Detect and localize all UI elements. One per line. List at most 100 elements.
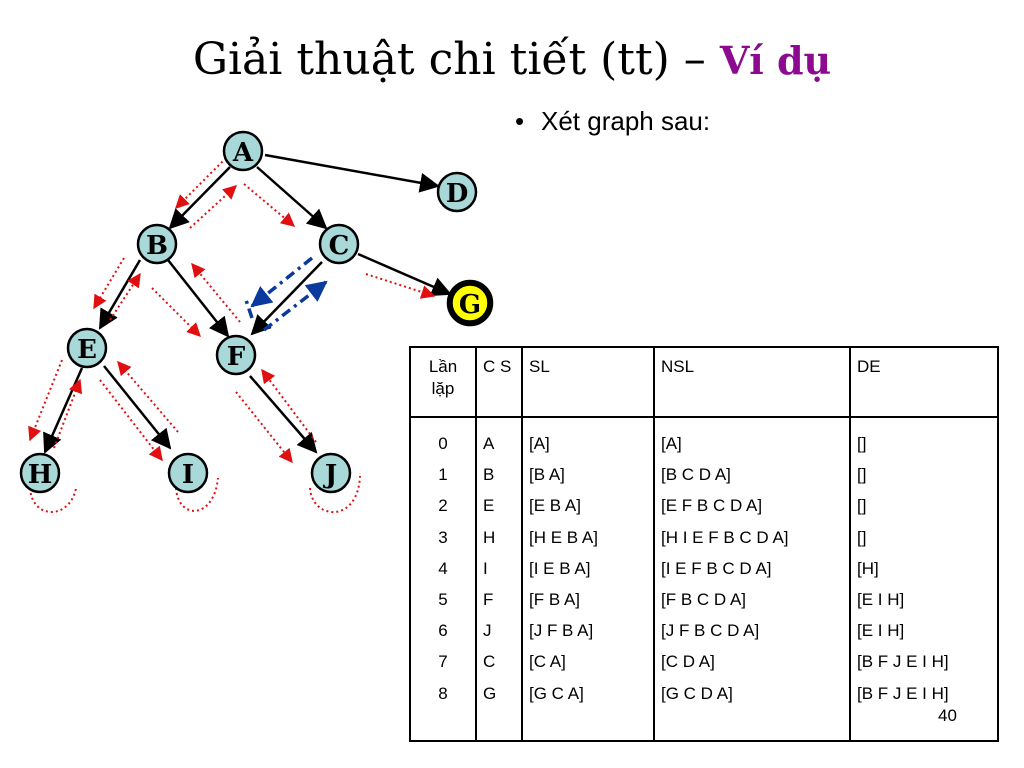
node-e: E	[66, 327, 108, 369]
svg-text:I: I	[182, 460, 194, 490]
svg-text:H: H	[28, 460, 53, 490]
cell-cs: I	[475, 552, 523, 584]
node-i: I	[167, 452, 209, 494]
cell-cs: B	[475, 459, 523, 491]
cell-cs: F	[475, 584, 523, 616]
header-nsl: NSL	[653, 347, 851, 418]
node-d: D	[436, 171, 478, 213]
cell-de: [E I H]	[849, 615, 999, 647]
cell-iteration: 5	[409, 584, 477, 616]
traversal-path	[28, 157, 436, 513]
cell-de: [H]	[849, 552, 999, 584]
cell-iteration: 7	[409, 646, 477, 678]
cell-de: [B F J E I H]	[849, 646, 999, 678]
cell-de: [B F J E I H]	[849, 677, 999, 709]
header-de: DE	[849, 347, 999, 418]
cell-sl: [B A]	[521, 459, 655, 491]
cell-de: []	[849, 417, 999, 460]
cell-iteration: 2	[409, 490, 477, 522]
cell-iteration: 8	[409, 677, 477, 709]
node-c: C	[318, 223, 360, 265]
cell-sl: [J F B A]	[521, 615, 655, 647]
table-row: 6 J [J F B A] [J F B C D A] [E I H]	[409, 615, 999, 647]
cell-cs: J	[475, 615, 523, 647]
cell-nsl: [C D A]	[653, 646, 851, 678]
cell-iteration: 6	[409, 615, 477, 647]
table-row: 4 I [I E B A] [I E F B C D A] [H]	[409, 552, 999, 584]
edge-b-e	[98, 259, 142, 330]
svg-text:A: A	[232, 138, 254, 168]
svg-text:F: F	[227, 342, 246, 372]
table-row: 0 A [A] [A] []	[409, 417, 999, 460]
backtrack-arrows	[244, 256, 328, 332]
cell-nsl: [A]	[653, 417, 851, 460]
cell-sl: [E B A]	[521, 490, 655, 522]
svg-text:E: E	[77, 335, 97, 365]
header-iteration: Lần lặp	[409, 347, 477, 418]
svg-text:C: C	[329, 231, 350, 261]
cell-sl: [A]	[521, 417, 655, 460]
page-number: 40	[938, 706, 957, 725]
cell-cs: C	[475, 646, 523, 678]
cell-nsl: [B C D A]	[653, 459, 851, 491]
cell-nsl: [E F B C D A]	[653, 490, 851, 522]
search-trace-table: Lần lặp C S SL NSL DE 0 A [A] [A] [] 1 B…	[409, 346, 999, 742]
table-spacer-row	[409, 708, 999, 741]
svg-text:J: J	[323, 460, 337, 490]
svg-text:G: G	[459, 290, 481, 320]
edge-a-d	[264, 153, 440, 193]
edge-a-c	[256, 166, 328, 230]
header-current-state: C S	[475, 347, 523, 418]
cell-iteration: 0	[409, 417, 477, 460]
cell-sl: [H E B A]	[521, 521, 655, 553]
graph-nodes: A B C D E F G H	[19, 130, 494, 494]
cell-nsl: [I E F B C D A]	[653, 552, 851, 584]
cell-cs: H	[475, 521, 523, 553]
cell-cs: E	[475, 490, 523, 522]
bullet-item: • Xét graph sau:	[515, 106, 710, 137]
edge-e-i	[103, 365, 172, 450]
svg-text:D: D	[446, 179, 469, 209]
node-g-goal: G	[446, 279, 494, 327]
cell-de: []	[849, 521, 999, 553]
edge-e-h	[43, 367, 84, 454]
cell-sl: [G C A]	[521, 677, 655, 709]
title-accent: Ví dụ	[719, 38, 832, 83]
cell-sl: [I E B A]	[521, 552, 655, 584]
bullet-text: Xét graph sau:	[541, 106, 711, 136]
edge-f-j	[249, 375, 318, 454]
cell-cs: A	[475, 417, 523, 460]
table-row: 2 E [E B A] [E F B C D A] []	[409, 490, 999, 522]
slide-title: Giải thuật chi tiết (tt) – Ví dụ	[0, 34, 1024, 85]
table-row: 7 C [C A] [C D A] [B F J E I H]	[409, 646, 999, 678]
edge-a-b	[168, 166, 231, 230]
node-f: F	[215, 334, 257, 376]
table-row: 8 G [G C A] [G C D A] [B F J E I H]	[409, 677, 999, 709]
cell-sl: [C A]	[521, 646, 655, 678]
cell-nsl: [G C D A]	[653, 677, 851, 709]
node-j: J	[310, 452, 352, 494]
search-graph-diagram: A B C D E F G H	[19, 130, 494, 513]
title-main: Giải thuật chi tiết (tt) –	[192, 34, 706, 85]
cell-cs: G	[475, 677, 523, 709]
cell-nsl: [H I E F B C D A]	[653, 521, 851, 553]
cell-de: [E I H]	[849, 584, 999, 616]
table-row: 5 F [F B A] [F B C D A] [E I H]	[409, 584, 999, 616]
header-sl: SL	[521, 347, 655, 418]
cell-nsl: [J F B C D A]	[653, 615, 851, 647]
cell-iteration: 4	[409, 552, 477, 584]
node-b: B	[136, 223, 178, 265]
cell-iteration: 1	[409, 459, 477, 491]
svg-text:B: B	[146, 231, 168, 261]
node-h: H	[19, 452, 61, 494]
cell-sl: [F B A]	[521, 584, 655, 616]
bullet-dot-icon: •	[515, 106, 525, 136]
table-row: 3 H [H E B A] [H I E F B C D A] []	[409, 521, 999, 553]
edge-c-g	[357, 252, 452, 296]
edge-c-f	[250, 261, 323, 336]
table-row: 1 B [B A] [B C D A] []	[409, 459, 999, 491]
cell-de: []	[849, 459, 999, 491]
cell-de: []	[849, 490, 999, 522]
table-header-row: Lần lặp C S SL NSL DE	[409, 347, 999, 418]
edge-b-f	[167, 259, 230, 338]
